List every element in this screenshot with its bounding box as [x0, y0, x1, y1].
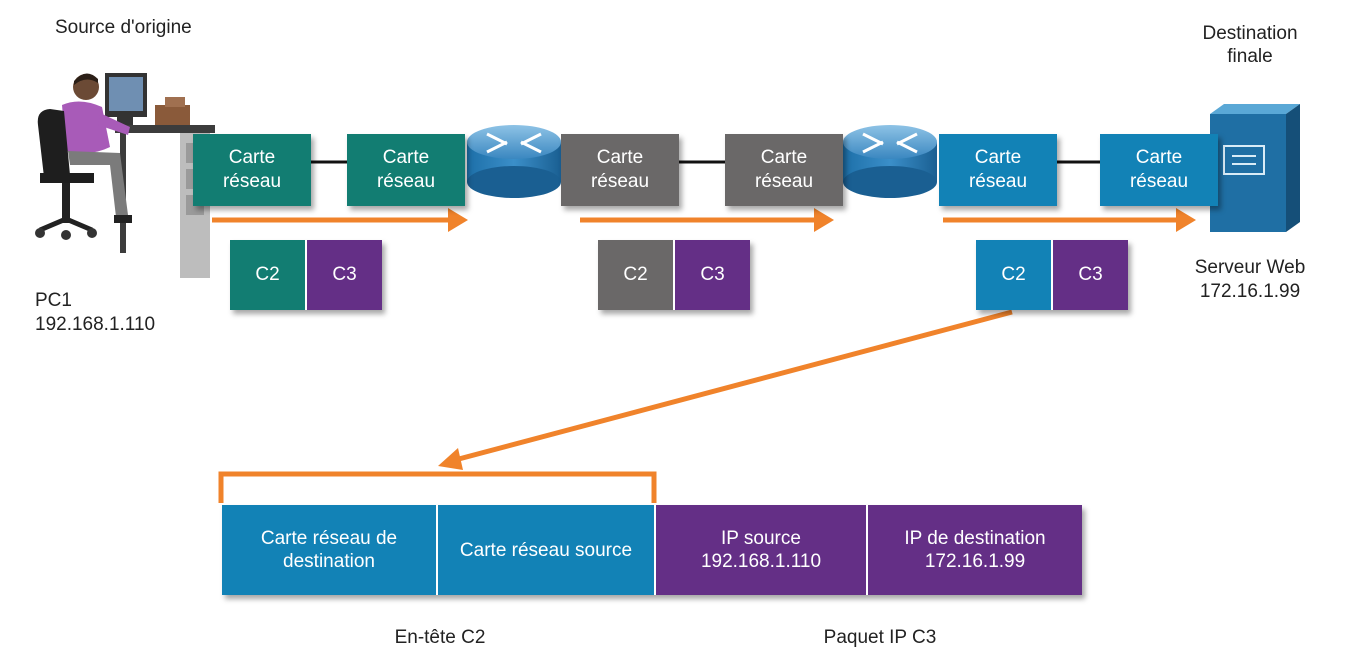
frame-l2-cell: C2 — [976, 240, 1053, 310]
router-icon — [843, 125, 937, 198]
nic-label-line2: réseau — [590, 171, 650, 192]
nic-label-line2: réseau — [968, 171, 1028, 192]
source-title: Source d'origine — [55, 17, 192, 38]
destination-title-line1: Destination — [1202, 23, 1298, 44]
destination-title-line2: finale — [1227, 46, 1273, 67]
frame-header-detail: Carte réseau de destination Carte réseau… — [222, 505, 1082, 595]
nic-label-line2: réseau — [222, 171, 282, 192]
nic-router2-left: Carte réseau — [725, 134, 843, 206]
frame-l2-cell: C2 — [598, 240, 675, 310]
ip-source-value: 192.168.1.110 — [700, 551, 822, 572]
ip-source-label: IP source — [721, 528, 801, 549]
dest-nic-line1: Carte réseau de — [260, 528, 398, 549]
source-device-name: PC1 — [35, 290, 72, 311]
frame-l3-cell: C3 — [675, 240, 750, 310]
destination-ip: 172.16.1.99 — [1199, 281, 1301, 302]
nic-router2-right: Carte réseau — [939, 134, 1057, 206]
nic-label-line1: Carte — [596, 147, 644, 168]
dest-nic-line2: destination — [283, 551, 375, 572]
l2-caption: En-tête C2 — [394, 627, 486, 648]
src-nic-cell: Carte réseau source — [438, 505, 656, 595]
source-ip: 192.168.1.110 — [35, 314, 156, 335]
nic-label-line1: Carte — [974, 147, 1022, 168]
frame-segment-3: C2 C3 — [976, 240, 1128, 310]
flow-arrows — [212, 208, 1196, 232]
frame-l2-cell: C2 — [230, 240, 307, 310]
nic-label-line1: Carte — [382, 147, 430, 168]
nic-label-line2: réseau — [1129, 171, 1189, 192]
src-nic-label: Carte réseau source — [459, 539, 633, 561]
ip-destination-value: 172.16.1.99 — [924, 551, 1026, 572]
nic-label-line1: Carte — [760, 147, 808, 168]
l2-bracket — [218, 471, 657, 503]
nic-label-line1: Carte — [228, 147, 276, 168]
frame-segment-1: C2 C3 — [230, 240, 382, 310]
destination-device-name: Serveur Web — [1194, 257, 1306, 278]
nic-label-line1: Carte — [1135, 147, 1183, 168]
frame-l3-cell: C3 — [307, 240, 382, 310]
nic-router1-right: Carte réseau — [561, 134, 679, 206]
zoom-arrow — [438, 309, 1013, 470]
user-at-pc-icon — [35, 73, 215, 278]
nic-web-server: Carte réseau — [1100, 134, 1218, 206]
router-icon — [467, 125, 561, 198]
web-server-icon — [1210, 104, 1300, 232]
nic-pc1: Carte réseau — [193, 134, 311, 206]
nic-router1-left: Carte réseau — [347, 134, 465, 206]
dest-nic-cell: Carte réseau de destination — [222, 505, 438, 595]
l3-caption: Paquet IP C3 — [823, 627, 937, 648]
nic-label-line2: réseau — [376, 171, 436, 192]
ip-destination-label: IP de destination — [904, 528, 1046, 549]
nic-label-line2: réseau — [754, 171, 814, 192]
ip-destination-cell: IP de destination 172.16.1.99 — [868, 505, 1082, 595]
frame-segment-2: C2 C3 — [598, 240, 750, 310]
frame-l3-cell: C3 — [1053, 240, 1128, 310]
ip-source-cell: IP source 192.168.1.110 — [656, 505, 868, 595]
